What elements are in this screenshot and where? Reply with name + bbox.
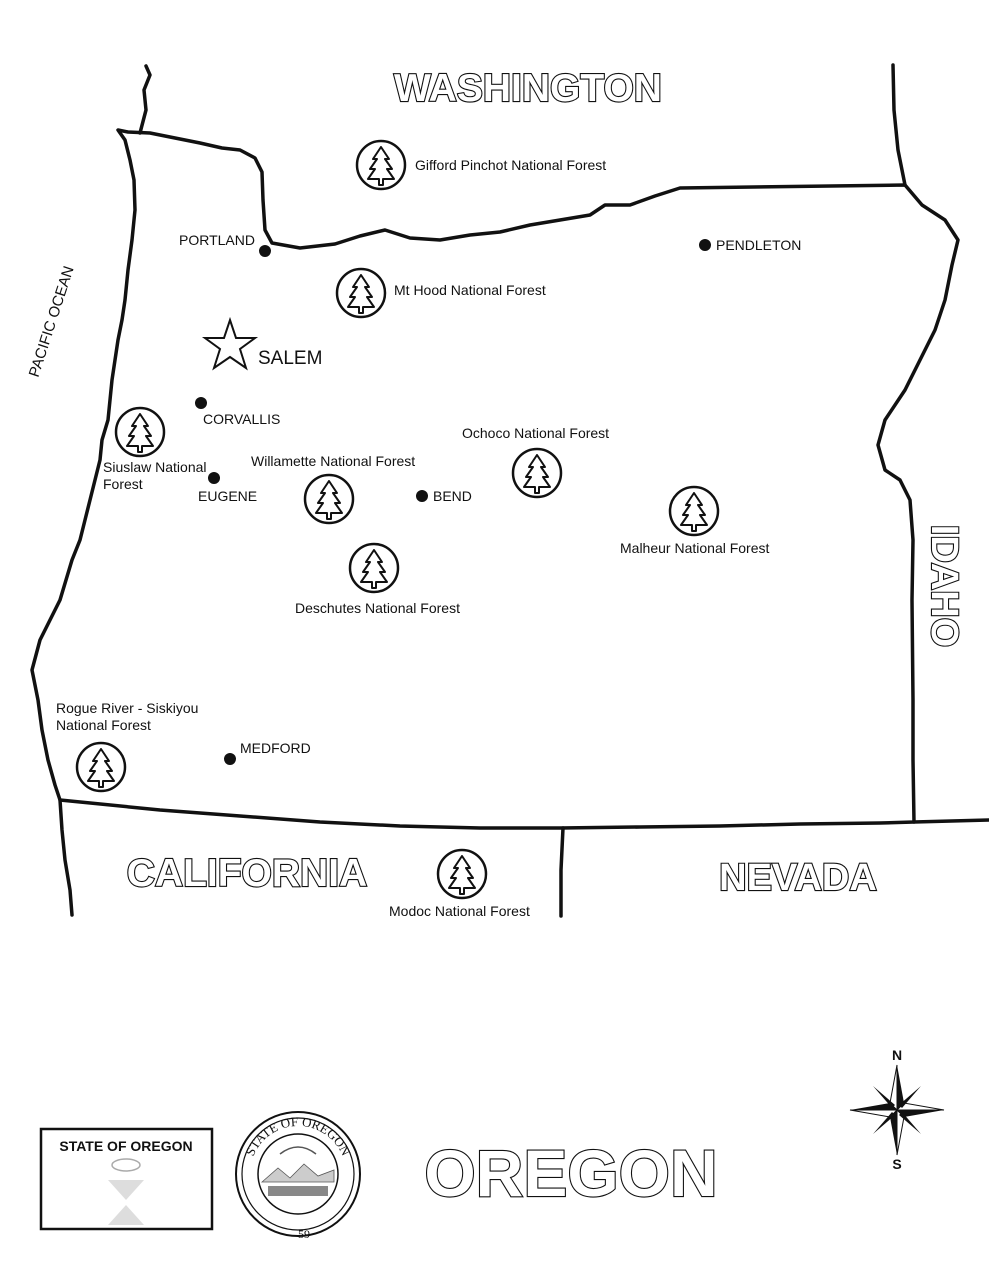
city-portland: PORTLAND xyxy=(179,232,255,248)
tree-icon xyxy=(668,485,720,537)
city-dot-icon xyxy=(195,397,207,409)
california-label: CALIFORNIA xyxy=(127,852,367,895)
forest-mt-hood: Mt Hood National Forest xyxy=(394,282,546,298)
california-coast xyxy=(58,798,74,917)
compass-south: S xyxy=(892,1156,901,1172)
forest-gifford-pinchot: Gifford Pinchot National Forest xyxy=(415,157,606,173)
flag-emblem-icon xyxy=(108,1158,144,1225)
forest-siuslaw-line1: Siuslaw National xyxy=(103,459,207,475)
tree-icon xyxy=(436,848,488,900)
city-eugene: EUGENE xyxy=(198,488,257,504)
seal-year: 59 xyxy=(298,1227,310,1241)
city-pendleton: PENDLETON xyxy=(716,237,801,253)
compass-rose-icon: N S xyxy=(849,1047,945,1172)
tree-icon xyxy=(303,473,355,525)
compass-north: N xyxy=(892,1047,902,1063)
city-dot-icon xyxy=(224,753,236,765)
forest-willamette: Willamette National Forest xyxy=(251,453,415,469)
national-forests: Gifford Pinchot National Forest Mt Hood … xyxy=(56,139,770,919)
map-title: OREGON xyxy=(424,1136,717,1210)
tree-icon xyxy=(75,741,127,793)
tree-icon xyxy=(335,267,387,319)
oregon-outline xyxy=(30,128,960,830)
pacific-ocean-label: PACIFIC OCEAN xyxy=(26,264,78,379)
city-corvallis: CORVALLIS xyxy=(203,411,280,427)
california-nevada-line xyxy=(559,826,565,918)
city-dot-icon xyxy=(416,490,428,502)
city-dot-icon xyxy=(208,472,220,484)
forest-rogue-line2: National Forest xyxy=(56,717,151,733)
idaho-label: IDAHO xyxy=(923,525,965,647)
tree-icon xyxy=(511,447,563,499)
forest-modoc: Modoc National Forest xyxy=(389,903,530,919)
washington-label: WASHINGTON xyxy=(394,67,662,110)
city-bend: BEND xyxy=(433,488,472,504)
forest-ochoco: Ochoco National Forest xyxy=(462,425,609,441)
capital-label: SALEM xyxy=(258,348,322,369)
tree-icon xyxy=(355,139,407,191)
forest-rogue-line1: Rogue River - Siskiyou xyxy=(56,700,198,716)
forest-deschutes: Deschutes National Forest xyxy=(295,600,460,616)
star-icon xyxy=(201,316,259,371)
state-borders xyxy=(30,63,989,918)
idaho-nevada-line xyxy=(912,818,989,824)
nevada-label: NEVADA xyxy=(719,857,877,899)
washington-coast xyxy=(138,64,152,135)
forest-siuslaw-line2: Forest xyxy=(103,476,143,492)
state-seal-icon: STATE OF OREGON 59 xyxy=(235,1111,361,1241)
city-medford: MEDFORD xyxy=(240,740,311,756)
city-dot-icon xyxy=(259,245,271,257)
city-dot-icon xyxy=(699,239,711,251)
tree-icon xyxy=(348,542,400,594)
forest-malheur: Malheur National Forest xyxy=(620,540,770,556)
washington-idaho-line xyxy=(891,63,907,187)
flag-text: STATE OF OREGON xyxy=(59,1138,192,1154)
state-flag: STATE OF OREGON xyxy=(39,1127,214,1231)
cities: PORTLAND PENDLETON CORVALLIS EUGENE BEND… xyxy=(179,232,801,765)
tree-icon xyxy=(114,406,166,458)
